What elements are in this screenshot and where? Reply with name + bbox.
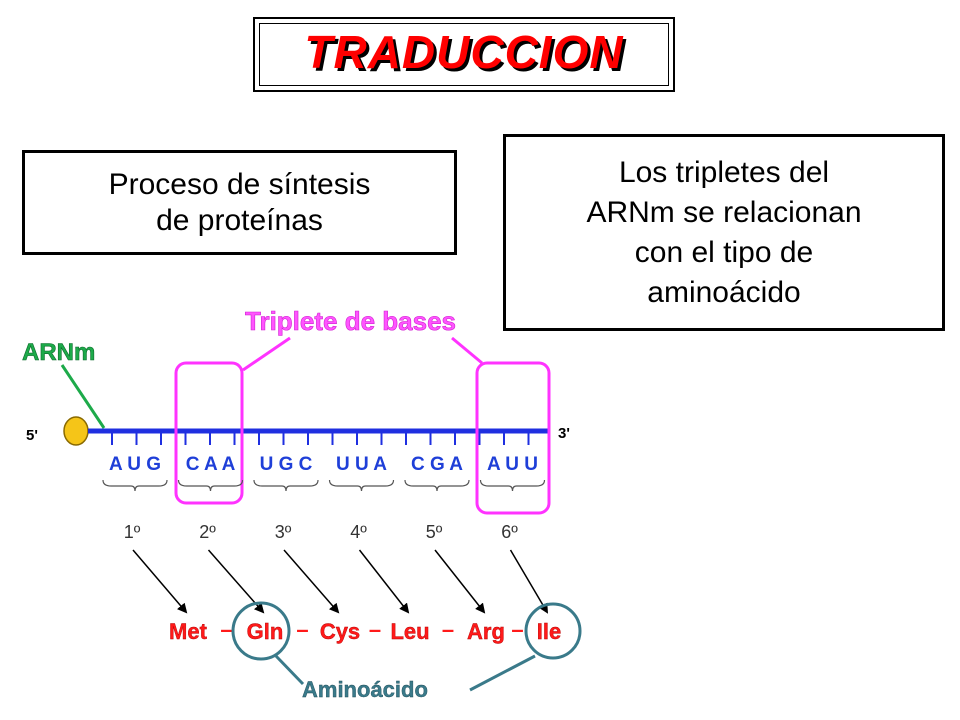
amino-acid-arg: Arg — [467, 619, 505, 644]
triplet-6: A U U — [487, 454, 538, 475]
amino-acid-met: Met — [169, 619, 208, 644]
aminoacid-label: Aminoácido — [302, 677, 428, 702]
triplet-brace — [102, 479, 168, 492]
arnm-pointer — [60, 364, 106, 429]
triplet-pointer-left — [242, 336, 291, 372]
base-ticks — [111, 431, 530, 445]
ordinal-6: 6º — [501, 522, 518, 542]
codon-arrow-2 — [207, 549, 265, 614]
triplet-5: C G A — [411, 454, 463, 475]
explanation-line-2: ARNm se relacionan — [586, 195, 862, 229]
ordinal-4: 4º — [350, 522, 367, 542]
codon-arrow-6 — [509, 549, 549, 614]
ordinal-1: 1º — [124, 522, 141, 542]
amino-separator: – — [296, 617, 308, 642]
circle-gln — [231, 601, 291, 661]
circle-ile — [524, 602, 582, 660]
amino-separator: – — [442, 617, 454, 642]
codon-arrow-5 — [434, 549, 486, 614]
triplet-brace — [479, 479, 546, 492]
triplet-list: A U G 1º C A A 2º U G C 3º U U A 4º C G A 5º A U U… — [102, 454, 546, 542]
codon-arrow-4 — [358, 549, 410, 614]
title-box: TRADUCCION — [253, 17, 675, 92]
amino-acid-leu: Leu — [390, 619, 429, 644]
triplet-brace — [253, 479, 319, 492]
triplet-4: U U A — [336, 454, 387, 475]
triplet-1: A U G — [109, 454, 161, 475]
five-prime-cap — [63, 416, 89, 446]
amino-acid-cys: Cys — [320, 619, 360, 644]
triplet-highlight-6 — [475, 361, 551, 515]
explanation-line-1: Los tripletes del — [618, 155, 830, 189]
page-title: TRADUCCION — [304, 26, 624, 78]
amino-separator: – — [511, 617, 523, 642]
codon-arrows — [132, 549, 549, 614]
ordinal-5: 5º — [426, 522, 443, 542]
triplet-highlight-2 — [174, 361, 244, 505]
triplet-3: U G C — [260, 454, 313, 475]
definition-line-1: Proceso de síntesis — [108, 167, 371, 201]
five-prime-label: 5' — [26, 427, 38, 444]
explanation-line-4: aminoácido — [647, 275, 801, 309]
arnm-label: ARNm — [22, 339, 95, 366]
explanation-box: Los tripletes del ARNm se relacionan con… — [503, 134, 945, 331]
definition-box: Proceso de síntesis de proteínas — [22, 150, 457, 255]
amino-acid-ile: Ile — [537, 619, 561, 644]
triplet-brace — [404, 479, 470, 492]
amino-acid-chain: Met–Gln–Cys–Leu–Arg–Ile — [169, 617, 562, 644]
amino-separator: – — [369, 617, 381, 642]
definition-line-2: de proteínas — [156, 203, 323, 237]
ordinal-3: 3º — [275, 522, 292, 542]
triplet-brace — [328, 479, 395, 492]
aminoacid-connector-left — [274, 654, 305, 686]
codon-arrow-1 — [132, 549, 188, 614]
amino-separator: – — [220, 617, 232, 642]
explanation-line-3: con el tipo de — [634, 235, 814, 269]
triplet-label: Triplete de bases — [245, 306, 456, 336]
triplet-pointer-right — [451, 336, 483, 365]
amino-acid-gln: Gln — [247, 619, 284, 644]
three-prime-label: 3' — [558, 425, 570, 442]
triplet-brace — [177, 479, 244, 492]
triplet-2: C A A — [186, 454, 236, 475]
aminoacid-connector-right — [469, 654, 536, 692]
ordinal-2: 2º — [199, 522, 216, 542]
codon-arrow-3 — [283, 549, 340, 614]
